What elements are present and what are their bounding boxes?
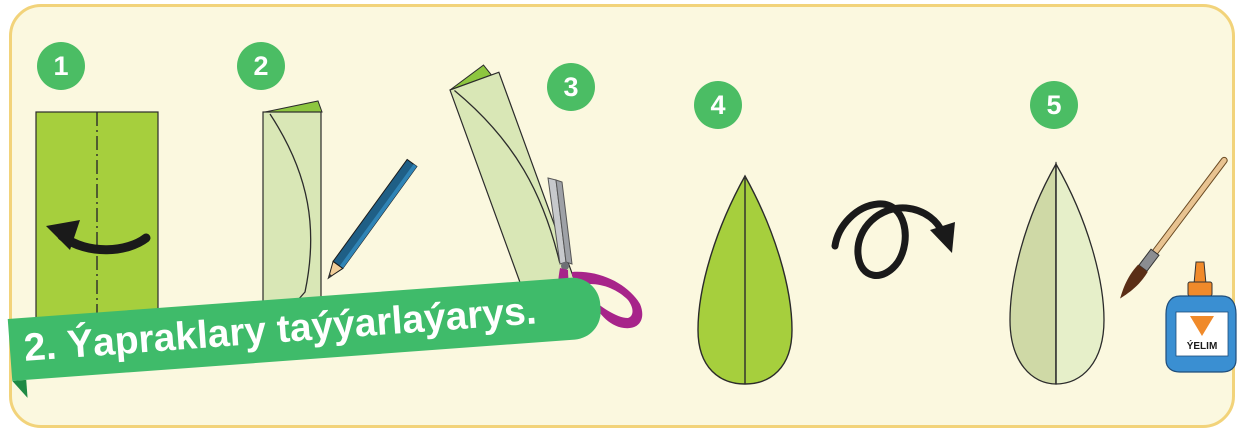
step-badge-4: 4 xyxy=(694,81,742,129)
step-badge-2: 2 xyxy=(237,42,285,90)
step-badge-5: 5 xyxy=(1030,81,1078,129)
step-badge-3: 3 xyxy=(547,63,595,111)
glue-label: ÝELIM xyxy=(1187,339,1218,352)
pencil-icon xyxy=(323,159,417,283)
paintbrush-icon xyxy=(1115,154,1231,302)
banner-fold xyxy=(12,380,27,399)
glue-bottle-icon xyxy=(1166,262,1236,372)
step5-pale-leaf xyxy=(1010,164,1104,384)
flip-arrow-icon xyxy=(835,204,955,276)
step4-green-leaf xyxy=(698,176,792,384)
step-badge-1: 1 xyxy=(37,42,85,90)
